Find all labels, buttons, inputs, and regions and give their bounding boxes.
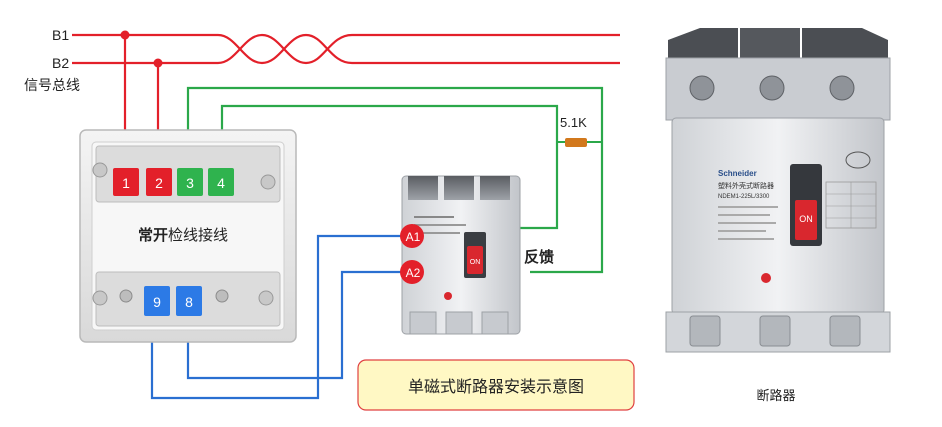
caption-box-frame bbox=[357, 359, 635, 411]
bus-b1-label: B1 bbox=[52, 27, 69, 43]
terminal-9 bbox=[144, 286, 170, 316]
large-breaker: Schneider 塑料外壳式断路器 NDEM1-225L/3300 ON 断路… bbox=[665, 28, 891, 404]
module-label-main: 常开 bbox=[138, 226, 168, 244]
screw-icon bbox=[92, 290, 108, 306]
large-breaker-brand: Schneider bbox=[718, 169, 757, 178]
feedback-label: 反馈 bbox=[524, 248, 554, 266]
screw-icon bbox=[759, 75, 785, 101]
module-label-rest: 检线接线 bbox=[168, 226, 228, 244]
terminal-8-label: 8 bbox=[185, 294, 193, 310]
blue-wires bbox=[150, 234, 404, 400]
module-label: 常开检线接线 bbox=[138, 226, 228, 244]
terminal-4-label: 4 bbox=[217, 175, 225, 191]
terminal-a1-label: A1 bbox=[406, 230, 421, 244]
terminal-module: 1 2 3 4 常开检线接线 9 8 bbox=[79, 129, 297, 343]
certification-mark-icon bbox=[845, 151, 871, 169]
signal-bus: B1 B2 信号总线 bbox=[24, 27, 620, 140]
terminal-4 bbox=[208, 168, 234, 196]
screw-icon bbox=[260, 174, 276, 190]
resistor-value: 5.1K bbox=[560, 115, 587, 130]
screw-icon bbox=[119, 289, 133, 303]
caption-box: 单磁式断路器安装示意图 bbox=[357, 359, 635, 411]
blue-wire-terminal-8 bbox=[186, 270, 404, 380]
terminal-a1-marker bbox=[400, 224, 424, 248]
terminal-3-label: 3 bbox=[186, 175, 194, 191]
resistor-body bbox=[565, 138, 587, 147]
screw-icon bbox=[829, 75, 855, 101]
terminal-9-label: 9 bbox=[153, 294, 161, 310]
large-breaker-on-text: ON bbox=[799, 214, 813, 224]
test-button-icon[interactable] bbox=[444, 292, 452, 300]
terminal-3 bbox=[177, 168, 203, 196]
screw-icon bbox=[689, 75, 715, 101]
bus-title: 信号总线 bbox=[24, 78, 80, 94]
terminal-a2-label: A2 bbox=[406, 266, 421, 280]
caption-box-text: 单磁式断路器安装示意图 bbox=[408, 377, 584, 396]
small-breaker: ON A1 A2 反馈 bbox=[400, 175, 554, 335]
bus-twist-b bbox=[217, 33, 353, 65]
large-breaker-caption: 断路器 bbox=[756, 388, 795, 404]
resistor: 5.1K bbox=[557, 115, 602, 147]
terminal-2 bbox=[146, 168, 172, 196]
green-wire-terminal-3 bbox=[186, 86, 604, 274]
terminal-1 bbox=[113, 168, 139, 196]
test-button-icon[interactable] bbox=[761, 273, 771, 283]
feedback-wires bbox=[186, 86, 604, 274]
large-breaker-body bbox=[671, 117, 885, 315]
terminal-8 bbox=[176, 286, 202, 316]
screw-icon bbox=[92, 162, 108, 178]
screw-icon bbox=[258, 290, 274, 306]
large-breaker-toggle[interactable] bbox=[795, 200, 817, 240]
large-breaker-model-text: 塑料外壳式断路器 bbox=[718, 181, 774, 190]
terminal-a2-marker bbox=[400, 260, 424, 284]
terminal-2-label: 2 bbox=[155, 175, 163, 191]
terminal-1-label: 1 bbox=[122, 175, 130, 191]
screw-icon bbox=[215, 289, 229, 303]
green-wire-terminal-4 bbox=[220, 104, 559, 230]
bus-b2-label: B2 bbox=[52, 55, 69, 71]
small-breaker-on-text: ON bbox=[470, 259, 481, 266]
blue-wire-terminal-9 bbox=[150, 234, 404, 400]
large-breaker-model-code: NDEM1-225L/3300 bbox=[718, 194, 770, 200]
small-breaker-toggle[interactable] bbox=[467, 246, 483, 274]
